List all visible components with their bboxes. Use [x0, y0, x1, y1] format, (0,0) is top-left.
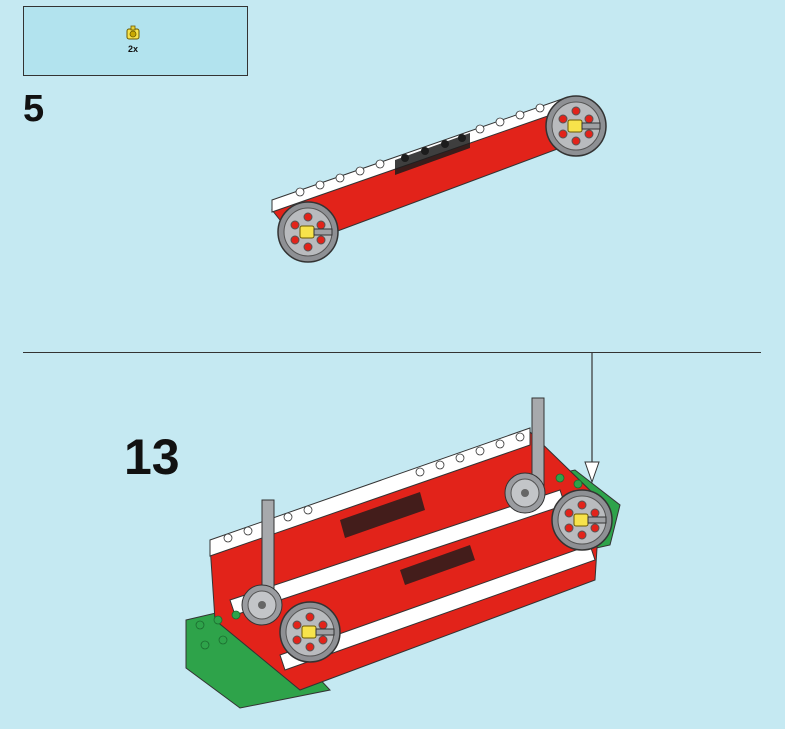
wheel-icon: [546, 96, 606, 156]
step-5-model: [272, 96, 606, 262]
wheel-icon: [280, 602, 340, 662]
wheel-icon: [552, 490, 612, 550]
wheel-icon: [278, 202, 338, 262]
gear-icon: [242, 585, 282, 625]
arrow-down-icon: [585, 353, 599, 482]
gear-icon: [505, 473, 545, 513]
step-13-model: [186, 398, 620, 708]
